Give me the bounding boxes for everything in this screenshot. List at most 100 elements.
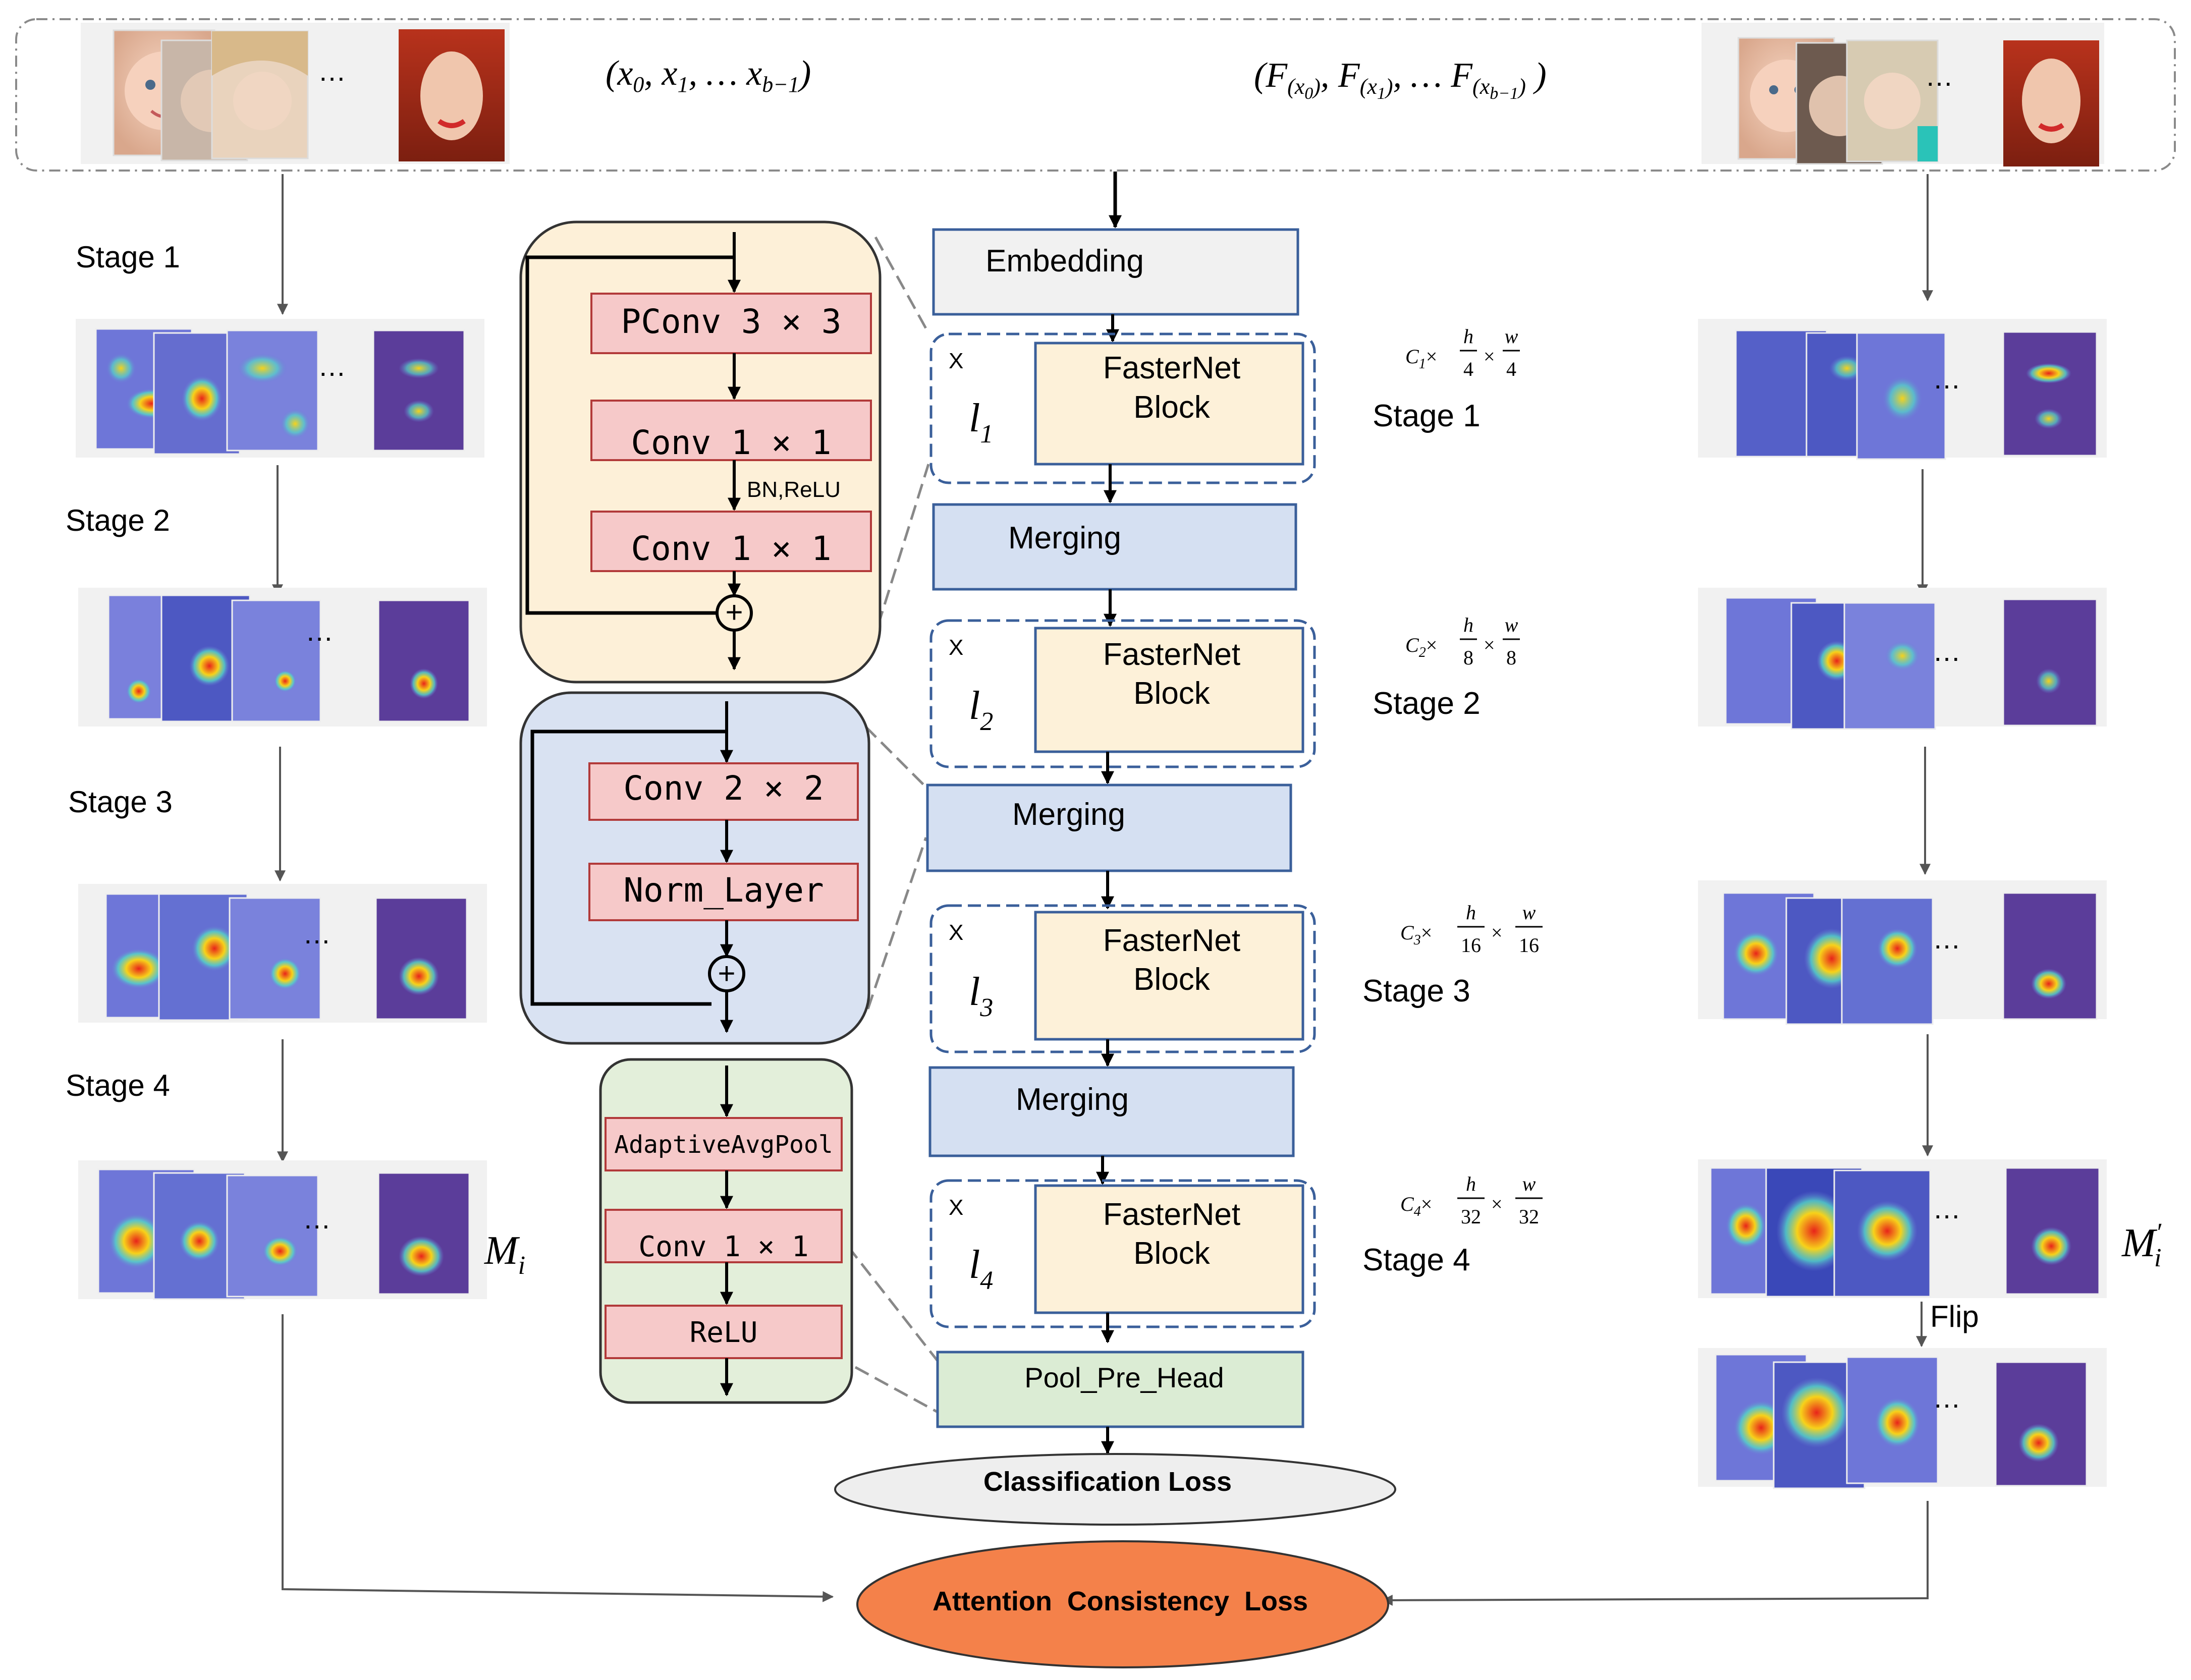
svg-text:h: h (1466, 1172, 1476, 1195)
face-image-woman (399, 29, 505, 161)
ellipsis: … (1933, 363, 1961, 395)
pconv-label: PConv 3 × 3 (621, 302, 841, 341)
face-image (211, 30, 309, 159)
flipped-batch-formula: (F(x0), F(x1), … F(xb−1) ) (1254, 56, 1547, 103)
svg-text:w: w (1522, 1172, 1536, 1195)
fasternet-block-3 (1034, 911, 1304, 1041)
svg-text:w: w (1505, 325, 1518, 348)
norm-layer-label: Norm_Layer (623, 871, 824, 910)
input-image-strip-left: … (81, 23, 510, 164)
fasternet-block-detail: PConv 3 × 3 Conv 1 × 1 BN,ReLU Conv 1 × … (519, 220, 882, 684)
svg-text:C3×: C3× (1400, 921, 1432, 948)
conv1x1-label-b: Conv 1 × 1 (631, 529, 831, 568)
layer-count-l2: l2 (969, 684, 993, 736)
flip-label: Flip (1930, 1300, 1979, 1333)
svg-text:w: w (1505, 613, 1518, 636)
fasternet-block-label: FasterNet (1103, 923, 1240, 958)
svg-text:×: × (1484, 634, 1495, 656)
heatmap-strip-stage-3: … (78, 884, 487, 1023)
left-stage-label: Stage 2 (66, 503, 170, 537)
svg-text:+: + (718, 957, 735, 990)
classification-loss-label: Classification Loss (983, 1467, 1232, 1497)
heatmap-strip-stage-4: … (78, 1160, 487, 1300)
ellipsis: … (318, 55, 346, 87)
conv1x1-label-a: Conv 1 × 1 (631, 423, 831, 462)
layer-count-l3: l3 (969, 970, 993, 1022)
heatmap-strip-right-flipped: … (1698, 1348, 2107, 1489)
layer-count-l1: l1 (969, 396, 993, 449)
pool-pre-head-label: Pool_Pre_Head (1024, 1362, 1224, 1393)
svg-text:×: × (1491, 921, 1503, 944)
stage-2-repeat-frame (929, 619, 1316, 768)
input-batch-formula: (x0, x1, … xb−1) (606, 54, 811, 97)
embedding-label: Embedding (985, 244, 1144, 278)
dims-stage-1: C1× h 4 × w 4 (1405, 325, 1520, 380)
svg-text:+: + (725, 595, 743, 629)
dims-stage-2: C2× h 8 × w 8 (1405, 613, 1520, 669)
attention-consistency-loss-label: Attention Consistency Loss (933, 1586, 1308, 1616)
input-image-strip-right: … (1702, 23, 2104, 166)
svg-text:h: h (1463, 613, 1473, 636)
heatmap-strip-right-stage-2: … (1698, 588, 2107, 730)
head-conv1x1-box (605, 1209, 843, 1263)
ellipsis: … (305, 615, 334, 647)
dims-stage-4: C4× h 32 × w 32 (1400, 1172, 1543, 1228)
svg-text:C1×: C1× (1405, 345, 1437, 372)
heatmap-strip-stage-1: … (76, 319, 484, 458)
fasternet-block-label: Block (1133, 962, 1211, 997)
detail-connectors (847, 236, 940, 1414)
svg-text:4: 4 (1463, 358, 1473, 380)
left-heatmap-column: Stage 1 … Stage 2 … (66, 174, 834, 1602)
relu-box (605, 1305, 843, 1359)
layer-count-l4: l4 (969, 1243, 993, 1295)
svg-text:8: 8 (1506, 646, 1516, 669)
add-icon: + (708, 955, 745, 992)
heatmap-strip-right-stage-1: … (1698, 319, 2107, 460)
mi-prime-label: M′i (2121, 1218, 2162, 1272)
fasternet-block-label: FasterNet (1103, 637, 1240, 672)
stage-1-repeat-frame (929, 332, 1316, 484)
conv2x2-label: Conv 2 × 2 (623, 769, 824, 808)
left-stage-label: Stage 1 (76, 240, 180, 274)
right-to-attention-loss-arrow (1381, 1501, 1929, 1606)
merging-label: Merging (1012, 797, 1125, 832)
left-stage-label: Stage 3 (68, 785, 173, 819)
ellipsis: … (303, 918, 331, 949)
right-heatmap-column: … … … (1381, 174, 2162, 1606)
svg-text:w: w (1522, 901, 1536, 924)
backbone-stage-label: Stage 4 (1362, 1243, 1470, 1277)
svg-text:×: × (1484, 345, 1495, 368)
repeat-mark: X (949, 349, 963, 373)
fasternet-block-label: Block (1133, 1236, 1211, 1271)
bn-relu-label: BN,ReLU (747, 477, 841, 502)
fasternet-block-label: FasterNet (1103, 351, 1240, 385)
svg-text:32: 32 (1519, 1205, 1539, 1228)
head-detail: AdaptiveAvgPool Conv 1 × 1 ReLU (599, 1058, 853, 1404)
merging-label: Merging (1008, 521, 1121, 555)
left-to-attention-loss-arrow (282, 1314, 834, 1602)
dims-stage-3: C3× h 16 × w 16 (1400, 901, 1543, 957)
svg-text:4: 4 (1506, 358, 1516, 380)
merging-box-1 (932, 503, 1297, 591)
heatmap-strip-stage-2: … (78, 588, 487, 726)
relu-label: ReLU (690, 1316, 758, 1349)
embedding-box (932, 228, 1299, 316)
left-stage-label: Stage 4 (66, 1069, 170, 1102)
attention-consistency-loss: Attention Consistency Loss (856, 1540, 1389, 1668)
stage-4-repeat-frame (929, 1179, 1316, 1328)
conv2x2-box (588, 762, 859, 821)
merging-detail: Conv 2 × 2 Norm_Layer + (519, 691, 870, 1045)
heatmap-strip-right-stage-4: … (1698, 1159, 2107, 1298)
fasternet-block-label: Block (1133, 676, 1211, 711)
stage-3-repeat-frame (929, 904, 1316, 1053)
pool-pre-head-box (936, 1351, 1304, 1428)
svg-text:C4×: C4× (1400, 1193, 1432, 1219)
fasternet-block-2 (1034, 627, 1304, 753)
fasternet-block-1 (1034, 342, 1304, 466)
ellipsis: … (1933, 923, 1961, 955)
backbone-stage-label: Stage 3 (1362, 974, 1470, 1009)
svg-text:16: 16 (1519, 934, 1539, 957)
fasternet-block-label: Block (1133, 390, 1211, 425)
svg-text:C2×: C2× (1405, 634, 1437, 660)
backbone-stage-label: Stage 1 (1373, 399, 1481, 433)
